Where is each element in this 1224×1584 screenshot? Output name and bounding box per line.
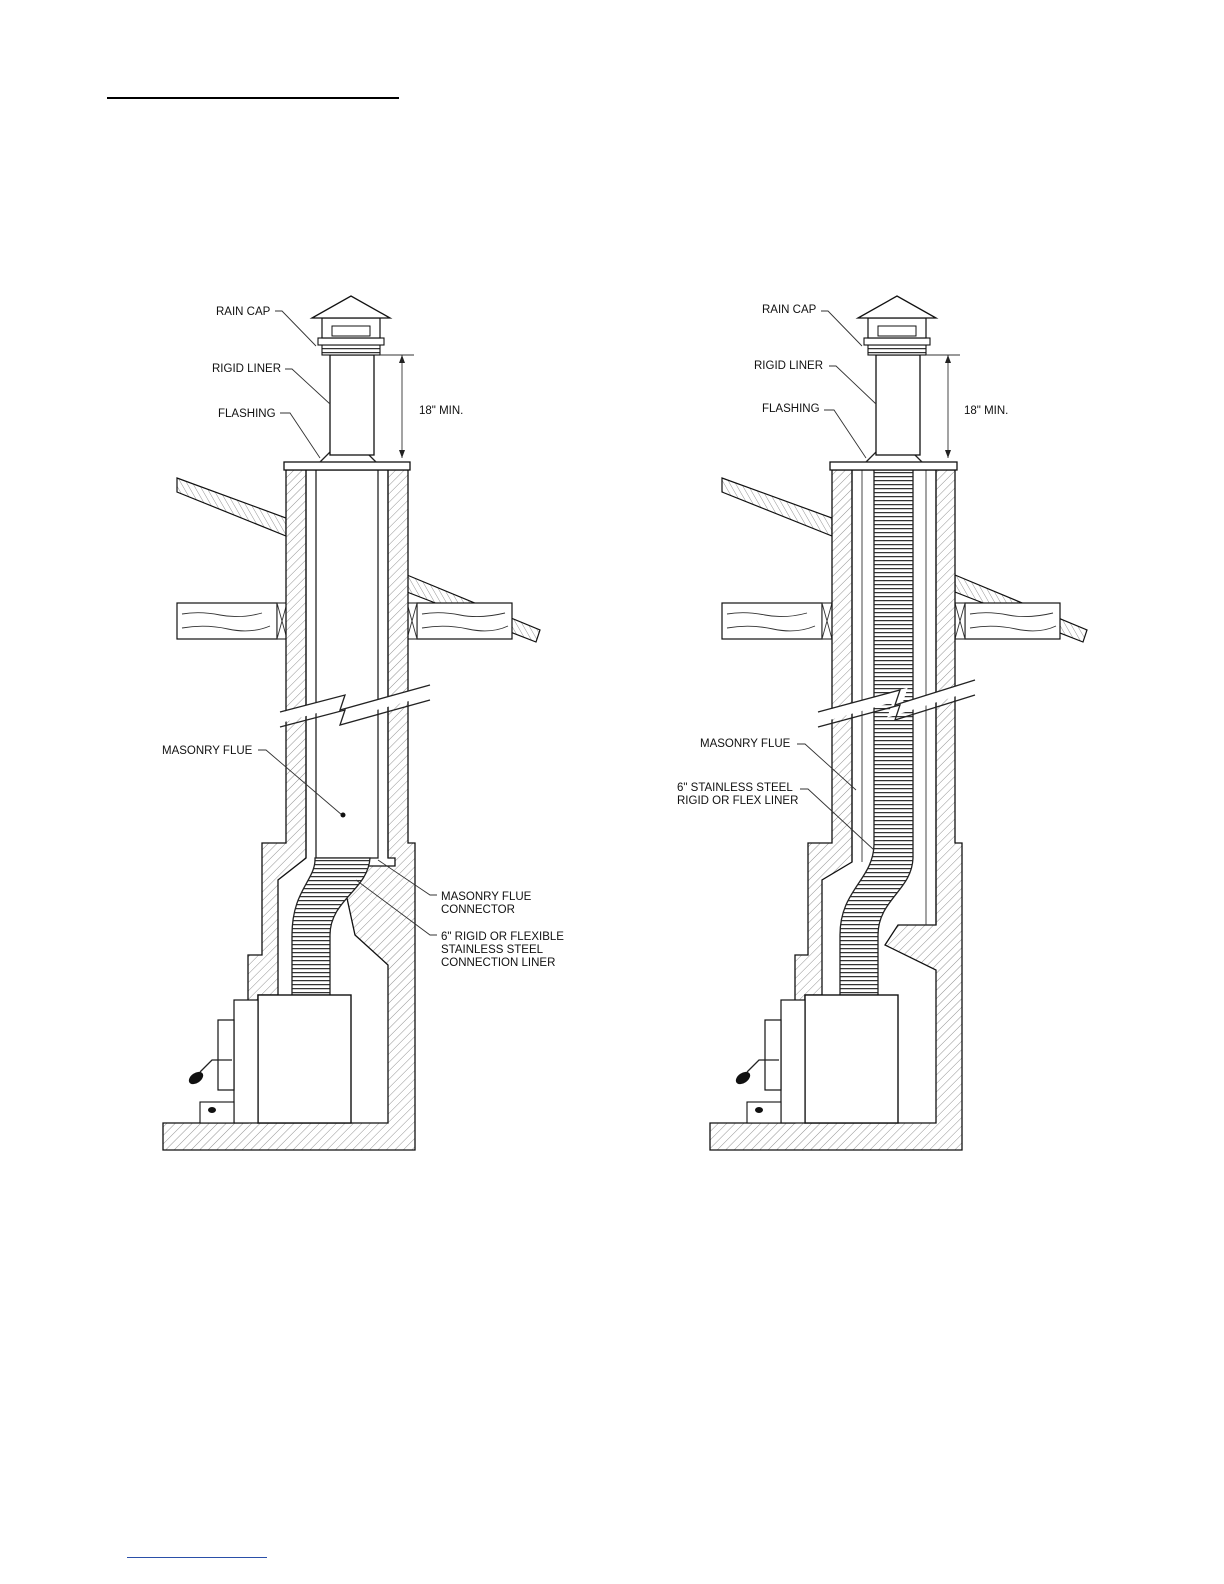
- label-liner-line2: RIGID OR FLEX LINER: [677, 795, 798, 807]
- label-liner-line1: 6" STAINLESS STEEL: [677, 782, 793, 794]
- stove-insert: [734, 995, 898, 1123]
- label-liner-line3: CONNECTION LINER: [441, 957, 555, 969]
- label-connector-line2: CONNECTOR: [441, 904, 515, 916]
- label-flashing: FLASHING: [762, 403, 820, 415]
- label-masonry-flue: MASONRY FLUE: [700, 738, 791, 750]
- floor-joist-right: [407, 603, 512, 639]
- roof-rafter-left: [722, 478, 832, 536]
- label-rain-cap: RAIN CAP: [762, 304, 817, 316]
- rain-cap: [312, 296, 390, 355]
- clearance-dimension: [926, 355, 960, 458]
- clearance-dimension: [380, 355, 414, 458]
- label-connector-line1: MASONRY FLUE: [441, 891, 532, 903]
- floor-joist-left: [722, 603, 832, 639]
- label-flashing: FLASHING: [218, 408, 276, 420]
- chimney-crown: [830, 462, 957, 470]
- right-figure: RAIN CAP RIGID LINER FLASHING 18" MIN. M…: [677, 296, 1087, 1150]
- label-clearance: 18" MIN.: [964, 405, 1008, 417]
- rigid-liner-body: [316, 470, 378, 858]
- rain-cap: [858, 296, 936, 355]
- label-liner-line1: 6" RIGID OR FLEXIBLE: [441, 931, 564, 943]
- label-clearance: 18" MIN.: [419, 405, 463, 417]
- label-rain-cap: RAIN CAP: [216, 306, 271, 318]
- label-rigid-liner: RIGID LINER: [754, 360, 823, 372]
- roof-rafter-left: [177, 478, 286, 536]
- label-masonry-flue: MASONRY FLUE: [162, 745, 253, 757]
- rigid-liner: [330, 355, 374, 455]
- floor-joist-left: [177, 603, 287, 639]
- stove-insert: [187, 995, 351, 1123]
- floor-joist-right: [955, 603, 1060, 639]
- left-figure: RAIN CAP RIGID LINER FLASHING 18" MIN. M…: [162, 296, 564, 1150]
- footer-link-underline: [127, 1557, 267, 1558]
- label-rigid-liner: RIGID LINER: [212, 363, 281, 375]
- label-liner-line2: STAINLESS STEEL: [441, 944, 544, 956]
- chimney-crown: [284, 462, 410, 470]
- rigid-liner: [876, 355, 920, 455]
